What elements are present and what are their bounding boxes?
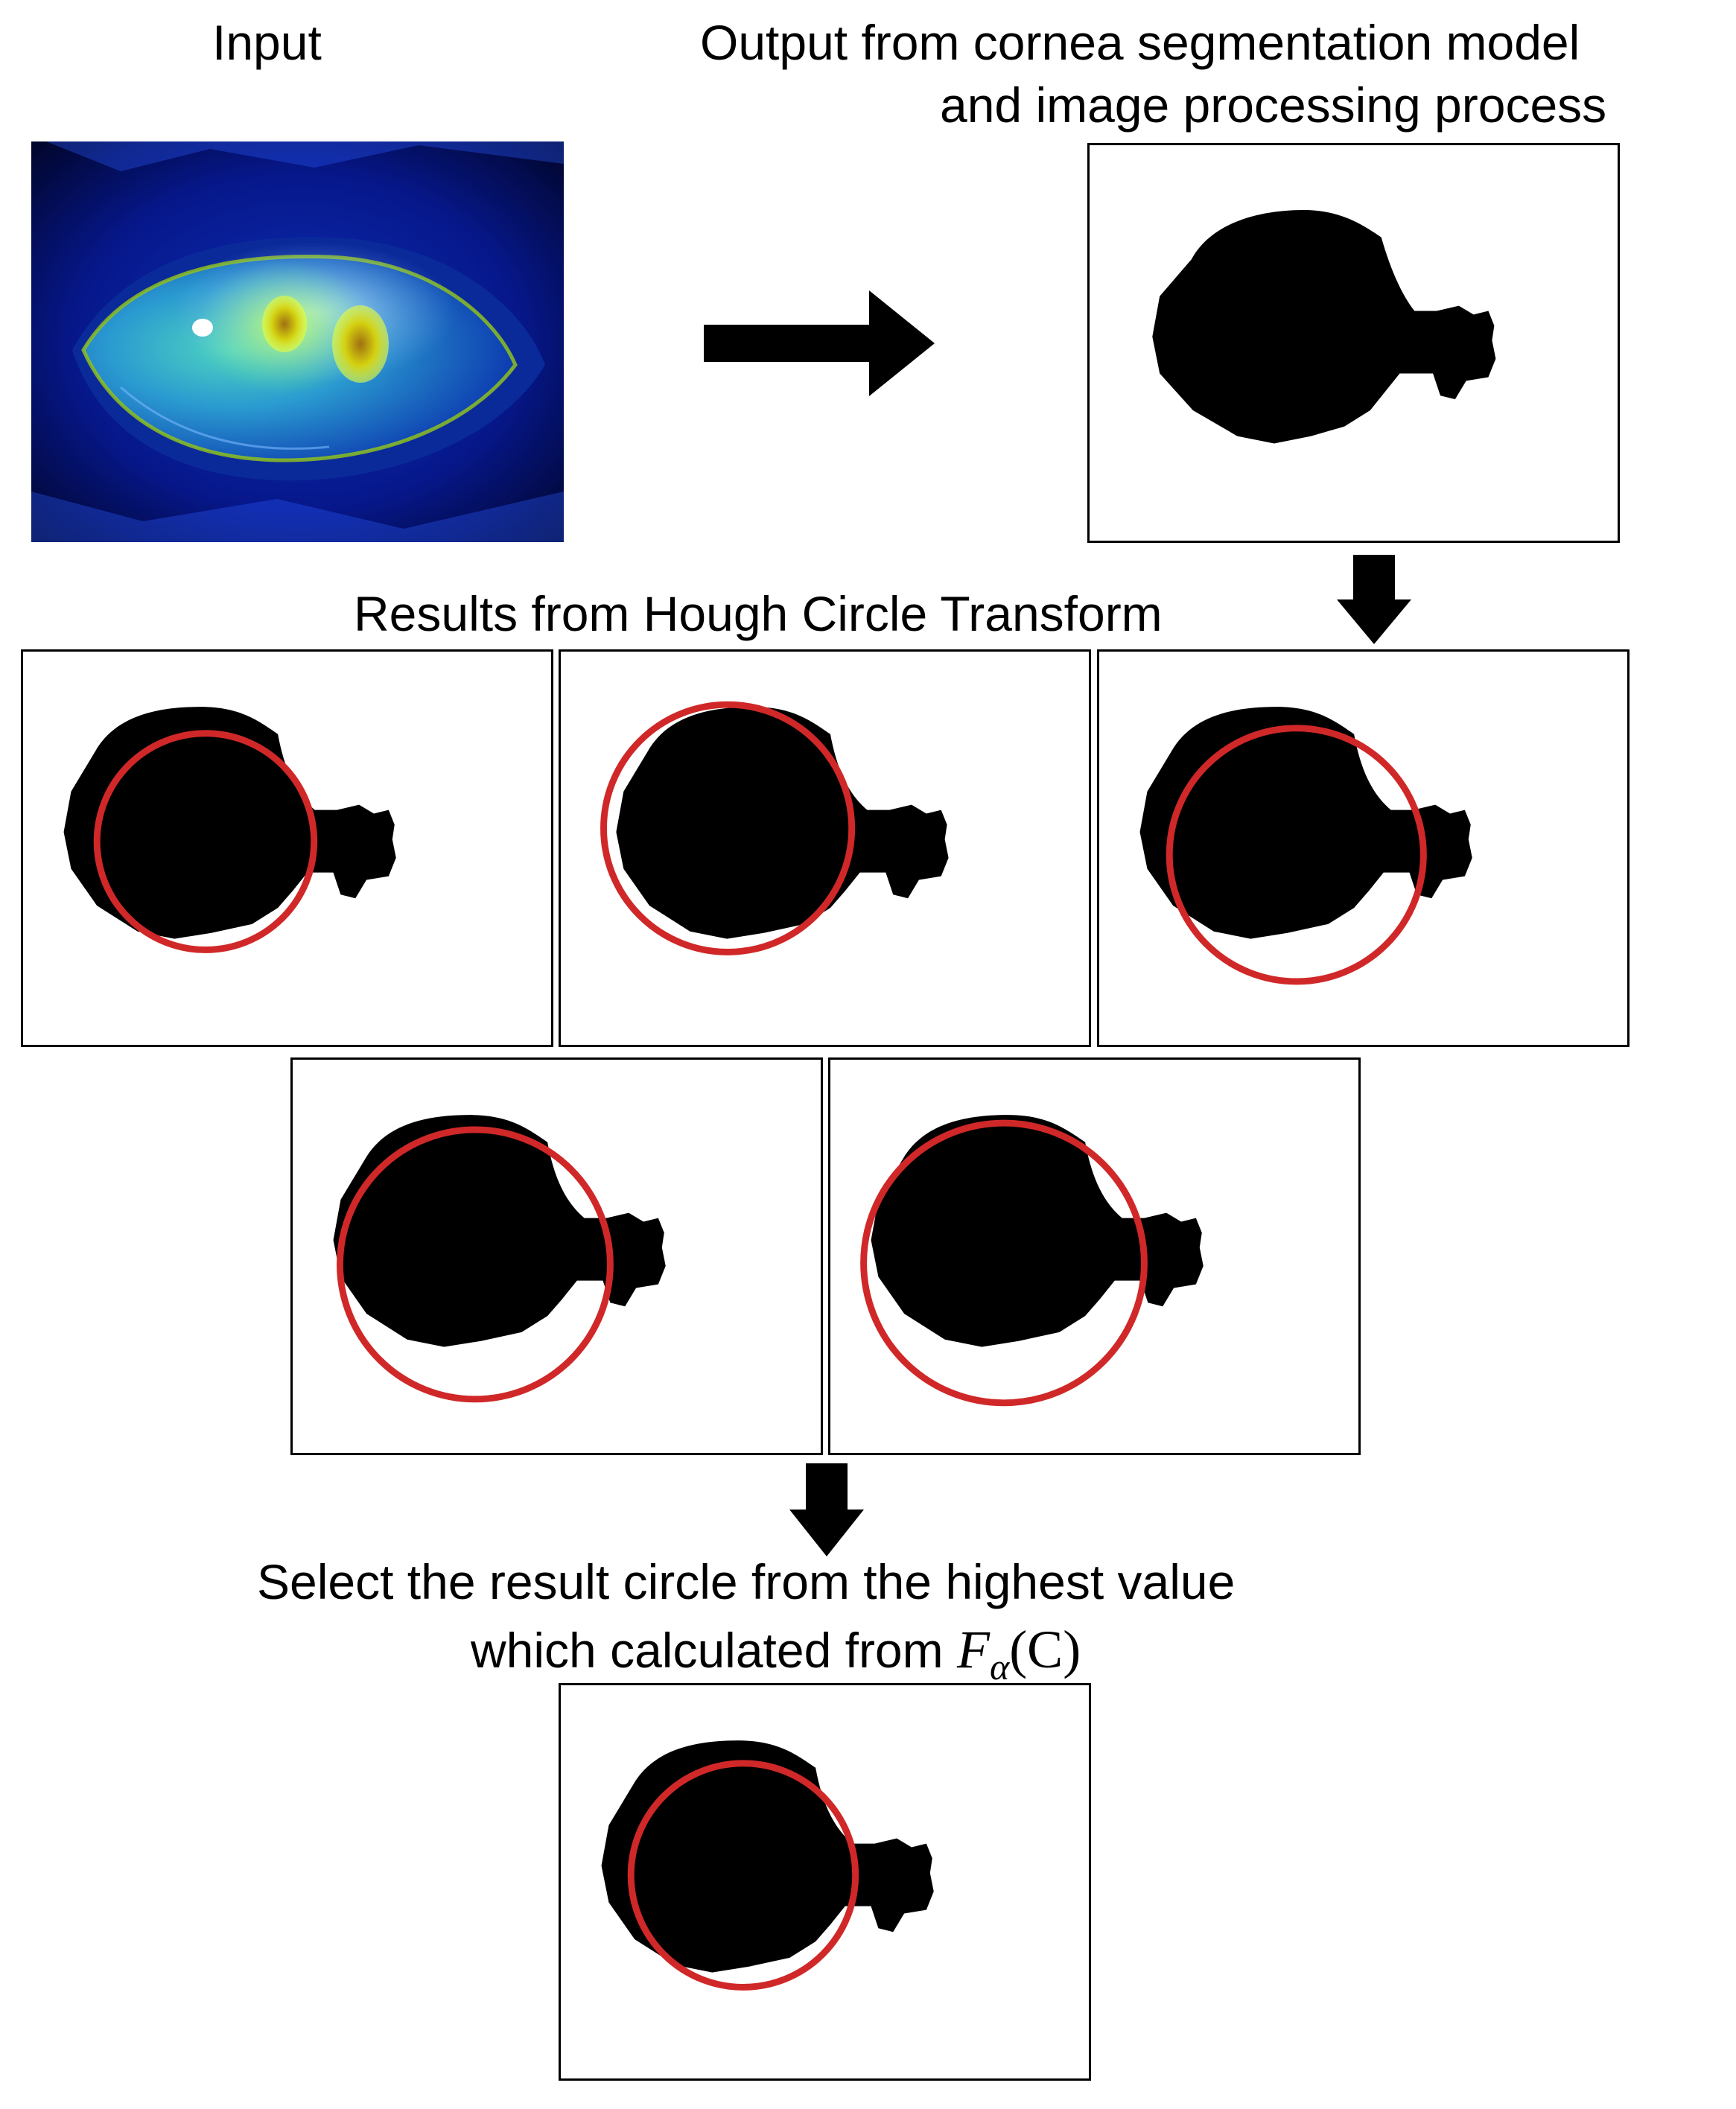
output-label-line2: and image processing process bbox=[940, 77, 1607, 133]
hough-result-4 bbox=[290, 1057, 823, 1455]
hough-result-5 bbox=[828, 1057, 1361, 1455]
cornea-mask bbox=[1139, 707, 1472, 939]
formula-f-alpha-c: Fα(C) bbox=[956, 1620, 1081, 1687]
select-label-line2: which calculated from Fα(C) bbox=[471, 1617, 1081, 1689]
cornea-mask bbox=[871, 1115, 1204, 1347]
input-eye-image bbox=[31, 141, 564, 542]
right-arrow-icon bbox=[704, 290, 935, 396]
cornea-mask bbox=[333, 1115, 666, 1347]
cornea-mask bbox=[63, 707, 396, 939]
down-arrow-icon bbox=[1337, 555, 1411, 644]
cornea-mask bbox=[616, 707, 949, 939]
formula-symbol: F bbox=[956, 1620, 990, 1679]
select-label-line1: Select the result circle from the highes… bbox=[257, 1554, 1236, 1609]
select-label-text: which calculated from bbox=[471, 1623, 944, 1678]
cornea-mask bbox=[1152, 210, 1496, 444]
segmentation-output-frame bbox=[1087, 143, 1620, 543]
hough-circle bbox=[860, 1119, 1148, 1407]
hough-circle bbox=[337, 1126, 614, 1403]
hough-circle bbox=[600, 701, 856, 955]
formula-argument: (C) bbox=[1009, 1620, 1081, 1679]
down-arrow-icon bbox=[789, 1463, 864, 1556]
hough-circle bbox=[1166, 725, 1427, 985]
cornea-mask bbox=[601, 1740, 934, 1973]
hough-result-2 bbox=[559, 649, 1091, 1047]
formula-subscript: α bbox=[989, 1646, 1010, 1687]
output-label-line1: Output from cornea segmentation model bbox=[700, 15, 1580, 70]
selected-result-frame bbox=[559, 1683, 1091, 2081]
hough-circle bbox=[93, 730, 318, 953]
hough-results-label: Results from Hough Circle Transform bbox=[354, 586, 1163, 641]
hough-result-3 bbox=[1097, 649, 1630, 1047]
input-label: Input bbox=[212, 15, 322, 70]
hough-result-1 bbox=[21, 649, 553, 1047]
selected-hough-circle bbox=[627, 1760, 859, 1991]
